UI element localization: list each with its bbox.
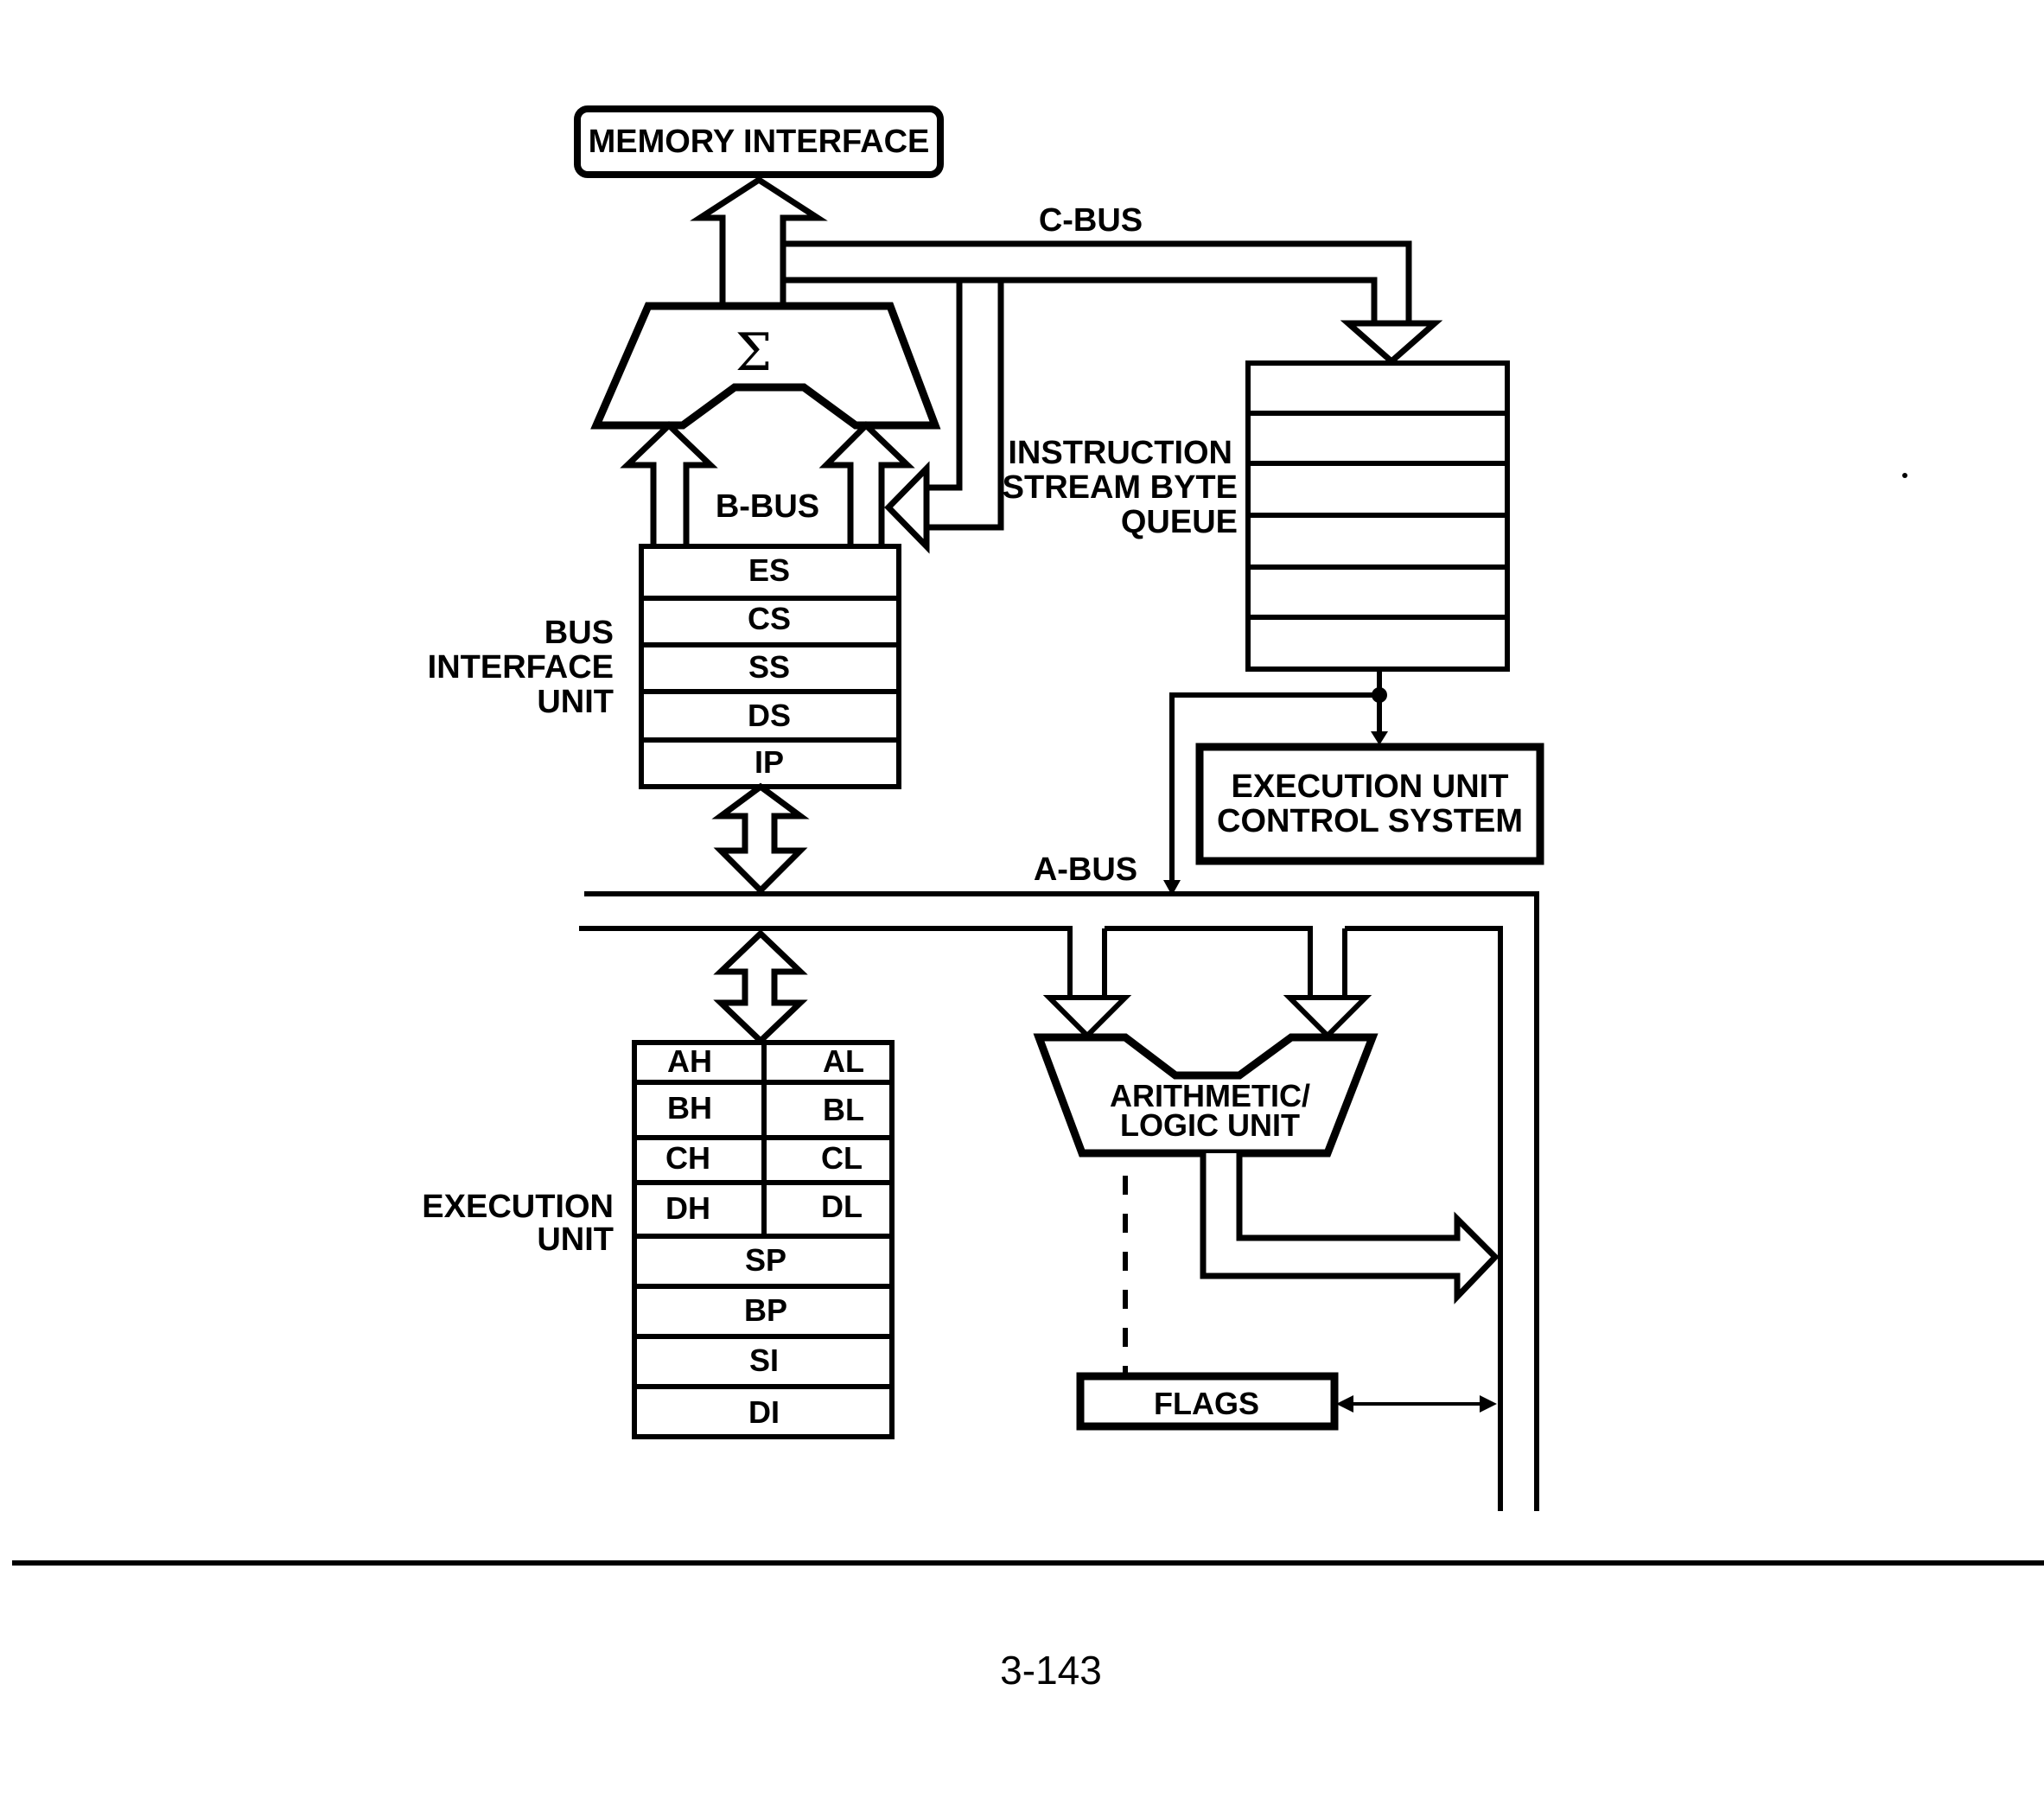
- a-bus-label: A-BUS: [1034, 851, 1137, 888]
- margin-dot: [1902, 473, 1907, 478]
- biu-to-abus-arrow: [711, 782, 810, 895]
- register-dh: DH: [665, 1190, 710, 1226]
- svg-text:STREAM BYTE: STREAM BYTE: [1003, 469, 1238, 506]
- c-bus-label: C-BUS: [1039, 202, 1143, 239]
- page-number: 3-143: [1000, 1648, 1102, 1693]
- alu-output-arrow: [1200, 1153, 1500, 1304]
- register-cs: CS: [748, 601, 791, 636]
- address-adder: Σ: [590, 302, 941, 430]
- register-ip: IP: [755, 744, 784, 780]
- svg-text:LOGIC UNIT: LOGIC UNIT: [1120, 1107, 1300, 1143]
- abus-to-eu-arrow: [713, 929, 808, 1045]
- flags-register: FLAGS: [1076, 1372, 1339, 1431]
- execution-unit-label: EXECUTION UNIT: [422, 1189, 614, 1258]
- eu-control-system: EXECUTION UNIT CONTROL SYSTEM: [1195, 743, 1544, 865]
- register-di: DI: [748, 1394, 780, 1430]
- bus-interface-unit-label: BUS INTERFACE UNIT: [428, 615, 614, 720]
- adder-to-memory-arrow: [690, 175, 828, 304]
- sigma-symbol: Σ: [735, 322, 772, 383]
- svg-text:ARITHMETIC/: ARITHMETIC/: [1110, 1078, 1310, 1113]
- register-ss: SS: [748, 649, 790, 685]
- alu: ARITHMETIC/ LOGIC UNIT: [1033, 1033, 1379, 1158]
- b-bus-label: B-BUS: [716, 488, 819, 525]
- register-bl: BL: [823, 1092, 864, 1127]
- register-ch: CH: [665, 1140, 710, 1176]
- svg-text:QUEUE: QUEUE: [1121, 504, 1238, 540]
- instruction-queue-label: INSTRUCTION STREAM BYTE QUEUE: [1003, 435, 1238, 540]
- svg-text:EXECUTION: EXECUTION: [422, 1189, 614, 1225]
- svg-text:CONTROL SYSTEM: CONTROL SYSTEM: [1217, 803, 1523, 839]
- instruction-queue: [1245, 360, 1510, 672]
- svg-text:UNIT: UNIT: [537, 1221, 614, 1258]
- register-dl: DL: [821, 1189, 863, 1224]
- memory-interface-label: MEMORY INTERFACE: [589, 124, 930, 160]
- b-bus: B-BUS: [620, 421, 915, 546]
- svg-text:INSTRUCTION: INSTRUCTION: [1008, 435, 1232, 471]
- svg-text:INTERFACE: INTERFACE: [428, 649, 614, 686]
- register-sp: SP: [745, 1242, 786, 1278]
- c-bus: C-BUS: [783, 202, 1443, 366]
- register-ds: DS: [748, 698, 791, 733]
- c-bus-loop: [783, 277, 1004, 554]
- svg-text:EXECUTION UNIT: EXECUTION UNIT: [1232, 769, 1509, 805]
- svg-text:BUS: BUS: [544, 615, 614, 651]
- segment-register-file: ES CS SS DS IP: [639, 544, 901, 789]
- register-al: AL: [823, 1043, 864, 1079]
- svg-text:UNIT: UNIT: [537, 684, 614, 720]
- register-es: ES: [748, 552, 790, 588]
- queue-output-lines: [1163, 669, 1388, 896]
- general-register-file: AH AL BH BL CH CL DH DL SP BP SI DI: [632, 1040, 895, 1439]
- register-si: SI: [749, 1343, 779, 1378]
- register-cl: CL: [821, 1140, 863, 1176]
- memory-interface-block: MEMORY INTERFACE: [574, 105, 944, 178]
- register-ah: AH: [667, 1043, 712, 1079]
- register-bh: BH: [667, 1090, 712, 1126]
- a-bus: A-BUS: [579, 851, 1539, 1511]
- flags-bus-connector: [1336, 1395, 1497, 1413]
- flags-label: FLAGS: [1154, 1386, 1259, 1421]
- register-bp: BP: [744, 1292, 787, 1328]
